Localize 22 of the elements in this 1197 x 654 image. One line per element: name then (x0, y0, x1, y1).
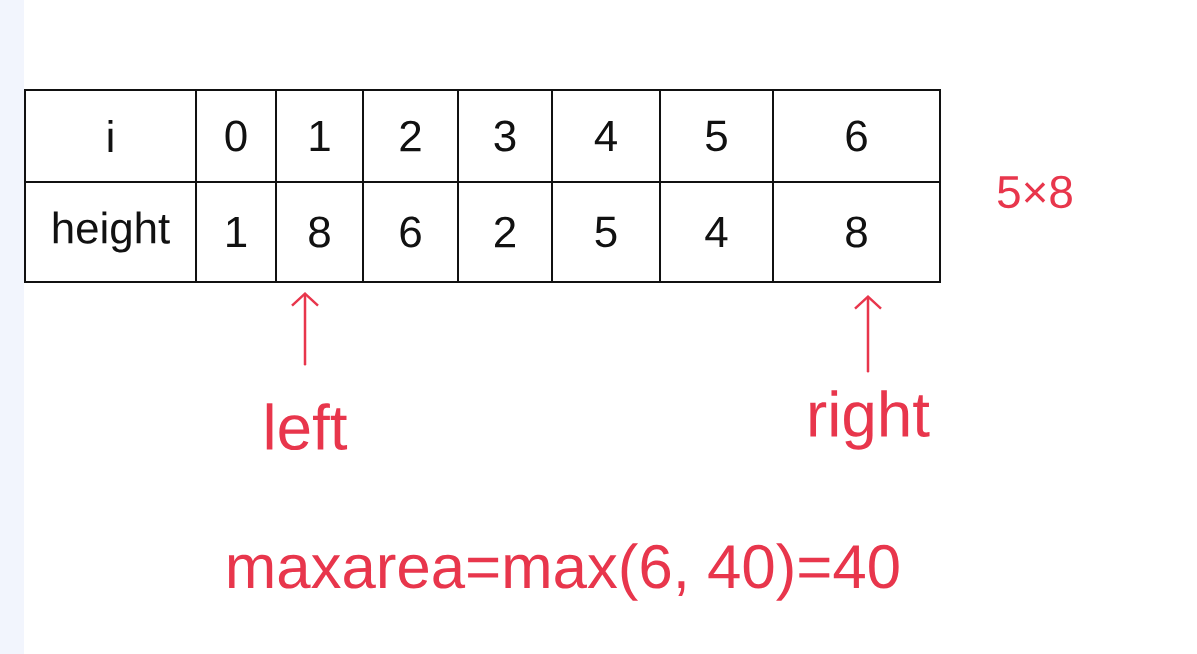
table-cell: 5 (659, 89, 774, 183)
annotation: 5×8 (997, 175, 1072, 209)
table-cell: height (24, 181, 197, 283)
table-cell: 0 (195, 89, 277, 183)
arrow (291, 292, 319, 366)
table-cell: 2 (457, 181, 553, 283)
arrow (854, 295, 882, 373)
pointer-label: left (266, 403, 348, 451)
table-cell: i (24, 89, 197, 183)
table-cell: 6 (362, 181, 459, 283)
table-cell: 4 (659, 181, 774, 283)
table-cell: 4 (551, 89, 661, 183)
table-cell: 2 (362, 89, 459, 183)
table-cell: 5 (551, 181, 661, 283)
table-cell: 6 (772, 89, 941, 183)
table-cell: 8 (772, 181, 941, 283)
formula: maxarea=max(6, 40)=40 (228, 543, 899, 601)
table-cell: 3 (457, 89, 553, 183)
table-cell: 8 (275, 181, 364, 283)
table-cell: 1 (195, 181, 277, 283)
pointer-label: right (810, 390, 930, 450)
table-cell: 1 (275, 89, 364, 183)
